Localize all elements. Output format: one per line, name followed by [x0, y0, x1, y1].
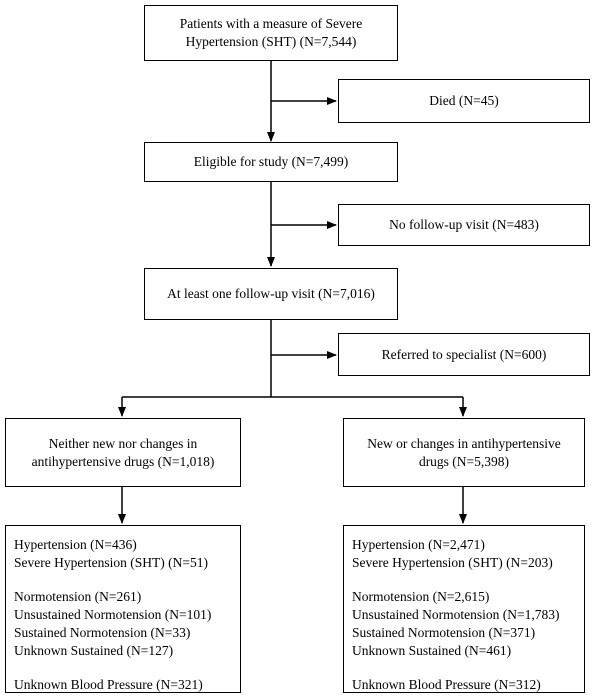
left-outcome-unknown-sustained: Unknown Sustained (N=127): [14, 643, 174, 658]
right-outcome-unsustained-normotension: Unsustained Normotension (N=1,783): [352, 607, 560, 622]
left-outcome-sustained-normotension: Sustained Normotension (N=33): [14, 625, 191, 640]
box-start: Patients with a measure of Severe Hypert…: [144, 5, 398, 61]
box-no-change: Neither new nor changes in antihypertens…: [5, 418, 241, 487]
right-outcome-unknown-sustained: Unknown Sustained (N=461): [352, 643, 512, 658]
box-died-line-1: Died (N=45): [429, 93, 499, 108]
box-right-outcomes: Hypertension (N=2,471) Severe Hypertensi…: [343, 525, 585, 693]
box-no-followup-line-1: No follow-up visit (N=483): [389, 217, 539, 232]
box-change-line-1: New or changes in antihypertensive: [367, 435, 561, 451]
box-died: Died (N=45): [338, 79, 590, 123]
box-change-line-2: drugs (N=5,398): [418, 453, 510, 469]
left-outcome-normotension: Normotension (N=261): [14, 589, 142, 604]
right-outcome-unknown-bp: Unknown Blood Pressure (N=312): [352, 677, 541, 692]
box-referred: Referred to specialist (N=600): [338, 333, 590, 376]
left-outcome-unsustained-normotension: Unsustained Normotension (N=101): [14, 607, 212, 622]
box-start-line-1: Patients with a measure of Severe: [179, 16, 363, 31]
right-outcome-normotension: Normotension (N=2,615): [352, 589, 490, 604]
box-change: New or changes in antihypertensive drugs…: [343, 418, 585, 487]
box-referred-line-1: Referred to specialist (N=600): [381, 346, 547, 362]
box-followup: At least one follow-up visit (N=7,016): [144, 268, 398, 320]
box-no-change-line-1: Neither new nor changes in: [48, 435, 198, 451]
box-eligible-line-1: Eligible for study (N=7,499): [193, 154, 349, 169]
right-outcome-severe-hypertension: Severe Hypertension (SHT) (N=203): [352, 555, 553, 570]
box-start-line-2: Hypertension (SHT) (N=7,544): [185, 34, 357, 49]
box-no-followup: No follow-up visit (N=483): [338, 204, 590, 246]
left-outcome-hypertension: Hypertension (N=436): [14, 537, 137, 552]
box-eligible: Eligible for study (N=7,499): [144, 142, 398, 182]
box-followup-line-1: At least one follow-up visit (N=7,016): [167, 286, 375, 301]
box-no-change-line-2: antihypertensive drugs (N=1,018): [31, 453, 215, 469]
right-outcome-sustained-normotension: Sustained Normotension (N=371): [352, 625, 536, 640]
left-outcome-unknown-bp: Unknown Blood Pressure (N=321): [14, 677, 203, 692]
right-outcome-hypertension: Hypertension (N=2,471): [352, 537, 485, 552]
left-outcome-severe-hypertension: Severe Hypertension (SHT) (N=51): [14, 555, 208, 570]
box-left-outcomes: Hypertension (N=436) Severe Hypertension…: [5, 525, 241, 693]
